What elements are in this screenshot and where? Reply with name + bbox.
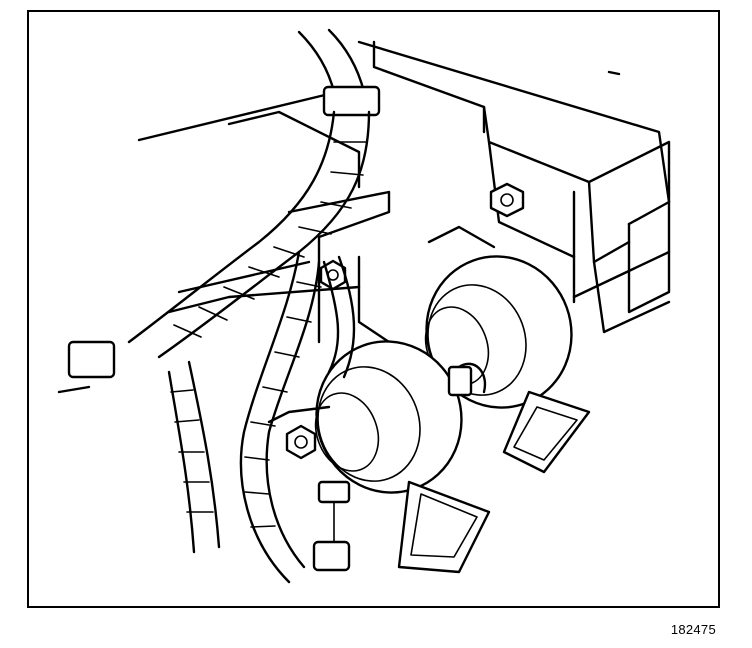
figure-id-label: 182475	[670, 622, 716, 637]
frame-rail	[137, 40, 671, 344]
mounting-bolt	[489, 182, 525, 218]
horn-assembly-illustration	[57, 28, 671, 584]
wiring-harness	[57, 28, 381, 554]
front-horn	[267, 340, 491, 574]
horn-lead-wires	[239, 250, 487, 584]
illustration-frame	[27, 10, 720, 608]
